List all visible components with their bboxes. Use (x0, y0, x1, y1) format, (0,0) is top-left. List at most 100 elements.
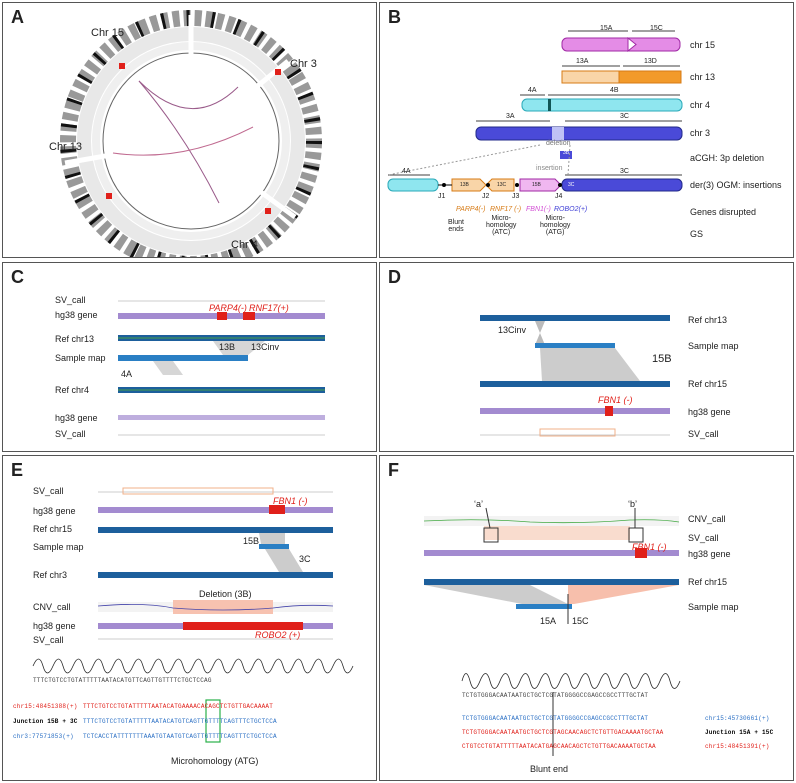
acgh-label: aCGH: 3p deletion (690, 153, 765, 163)
row2-label: Junction 15B + 3C (13, 718, 78, 725)
fbn1-label: FBN1 (-) (273, 496, 308, 506)
der-13b (451, 178, 487, 192)
panel-label: E (11, 460, 24, 480)
row2-seq: TCTGTGGGACAATAATGCTGCTCGTAGCAACAGCTCTGTT… (462, 729, 664, 736)
sv-call-label: SV_call (33, 486, 64, 496)
ogm-map-c (118, 300, 325, 436)
seg-4a: 4A (121, 369, 133, 379)
seg-13d: 13D (644, 58, 657, 65)
junction-j2: J2 (482, 193, 490, 200)
chromatogram (461, 673, 681, 689)
ref-chr3-bar (98, 572, 333, 578)
deletion-region (173, 600, 273, 614)
chr13-name: chr 13 (690, 72, 716, 82)
hg38-label: hg38 gene (688, 549, 731, 559)
ref-chr15-label: Ref chr15 (688, 577, 728, 587)
ref-chr3-label: Ref chr3 (33, 570, 68, 580)
seg-3a: 3A (506, 113, 515, 120)
ref-chr4-label: Ref chr4 (55, 385, 90, 395)
der-13c-label: 13C (497, 182, 507, 188)
chr13-bar-left (561, 70, 620, 84)
seg-13cinv: 13Cinv (251, 342, 280, 352)
ideogram-bands (60, 10, 322, 257)
microhomology-label: Microhomology (ATG) (171, 756, 259, 766)
ref-chr15-label: Ref chr15 (688, 379, 728, 389)
seg-15a: 15A (540, 616, 557, 626)
robo2-gene (183, 622, 303, 630)
sample-map-label: Sample map (688, 341, 739, 351)
der-4a (387, 178, 439, 192)
ogm-map-d (480, 315, 670, 437)
ref-chr15-bar (424, 579, 679, 585)
deleted-3b-box (560, 151, 572, 159)
panel-label: F (388, 460, 399, 480)
sv-call-label-2: SV_call (55, 429, 86, 439)
ref-chr13-bar (480, 315, 670, 321)
row3-label: chr15:48451391(+) (705, 743, 770, 750)
circos-plot (60, 10, 322, 257)
red-mark-4 (265, 208, 271, 214)
panel-label: B (388, 7, 401, 27)
row2-label: Junction 15A + 15C (705, 729, 774, 736)
insertion-label: insertion (536, 165, 563, 172)
seg-13cinv: 13Cinv (498, 325, 527, 335)
label-b: ‘b’ (628, 499, 638, 509)
rnf17-label: RNF17(+) (249, 303, 289, 313)
chr15-label: Chr 15 (91, 27, 125, 39)
inversion-mark (535, 321, 545, 333)
seg-13a: 13A (576, 58, 589, 65)
row1-label: chr15:48451388(+) (13, 703, 78, 710)
fbn1-label: FBN1 (-) (598, 395, 633, 405)
robo2-label: ROBO2 (+) (255, 630, 301, 640)
gs-label: GS (690, 229, 704, 239)
chr3-bar (475, 126, 683, 141)
deletion-label: Deletion (3B) (199, 589, 252, 599)
der-4a-label: 4A (402, 168, 411, 175)
der-15b-label: 15B (532, 182, 541, 188)
seg-3c: 3C (620, 113, 629, 120)
gene-rnf17: RNF17 (-) (490, 206, 522, 213)
seg-15c: 15C (572, 616, 589, 626)
seg-15a: 15A (600, 25, 613, 32)
link-arc-2 (138, 80, 220, 204)
chr3-name: chr 3 (690, 128, 711, 138)
junction-j4: J4 (555, 193, 563, 200)
ref-chr15-label: Ref chr15 (33, 524, 73, 534)
sv-call-label: SV_call (55, 295, 86, 305)
panel-label: D (388, 267, 401, 287)
chr3-label: Chr 3 (290, 58, 317, 70)
junction-j1: J1 (438, 193, 446, 200)
chr4-name: chr 4 (690, 100, 711, 110)
sample-map-bar (259, 544, 289, 549)
row1-seq: TTTCTGTCCTGTATTTTTAATACATGAAAACACAGCTCTG… (83, 703, 274, 710)
hg38-gene-track (424, 550, 679, 556)
seg-4b: 4B (610, 87, 619, 94)
der-3c (561, 178, 683, 192)
ref-chr15-bar (480, 381, 670, 387)
row1-seq: TCTGTGGGACAATAATGCTGCTCGTATGGGGCCGAGCCGC… (462, 715, 649, 722)
hg38-label: hg38 gene (55, 310, 98, 320)
cnv-call-label: CNV_call (688, 514, 726, 524)
micro-atg: Micro- homology (ATG) (540, 215, 571, 236)
panel-c: C SV_call hg38 gene PARP4(-) RNF17(+) Re… (2, 262, 377, 452)
microhomology-box (205, 699, 221, 743)
genes-disrupted-label: Genes disrupted (690, 207, 757, 217)
chr13-label: Chr 13 (49, 141, 83, 153)
sv-call-label: SV_call (688, 533, 719, 543)
ref-chr13-label: Ref chr13 (688, 315, 728, 325)
sample-map-bar (516, 604, 572, 609)
chr13-bar-right (618, 70, 682, 84)
sv-call-label-2: SV_call (33, 635, 64, 645)
der-13b-label: 13B (460, 182, 469, 188)
chromosome-diagram (387, 30, 683, 192)
panel-f: F ‘a’ ‘b’ CNV_call SV_call FBN1 (-) hg38… (379, 455, 794, 781)
panel-e: E SV_call FBN1 (-) hg38 gene Ref chr15 1… (2, 455, 377, 781)
red-mark-2 (275, 69, 281, 75)
seg-3b: 3B (563, 150, 570, 156)
panel-d: D Ref chr13 13Cinv Sample map 15B Ref ch… (379, 262, 794, 452)
hg38-label: hg38 gene (33, 506, 76, 516)
row3-seq: TCTCACCTATTTTTTTAAATGTAATGTCAGTTGTTTTCAG… (83, 733, 277, 740)
der-15b (519, 178, 562, 192)
seg-4a: 4A (528, 87, 537, 94)
chr4-label: Chr 4 (231, 239, 258, 251)
